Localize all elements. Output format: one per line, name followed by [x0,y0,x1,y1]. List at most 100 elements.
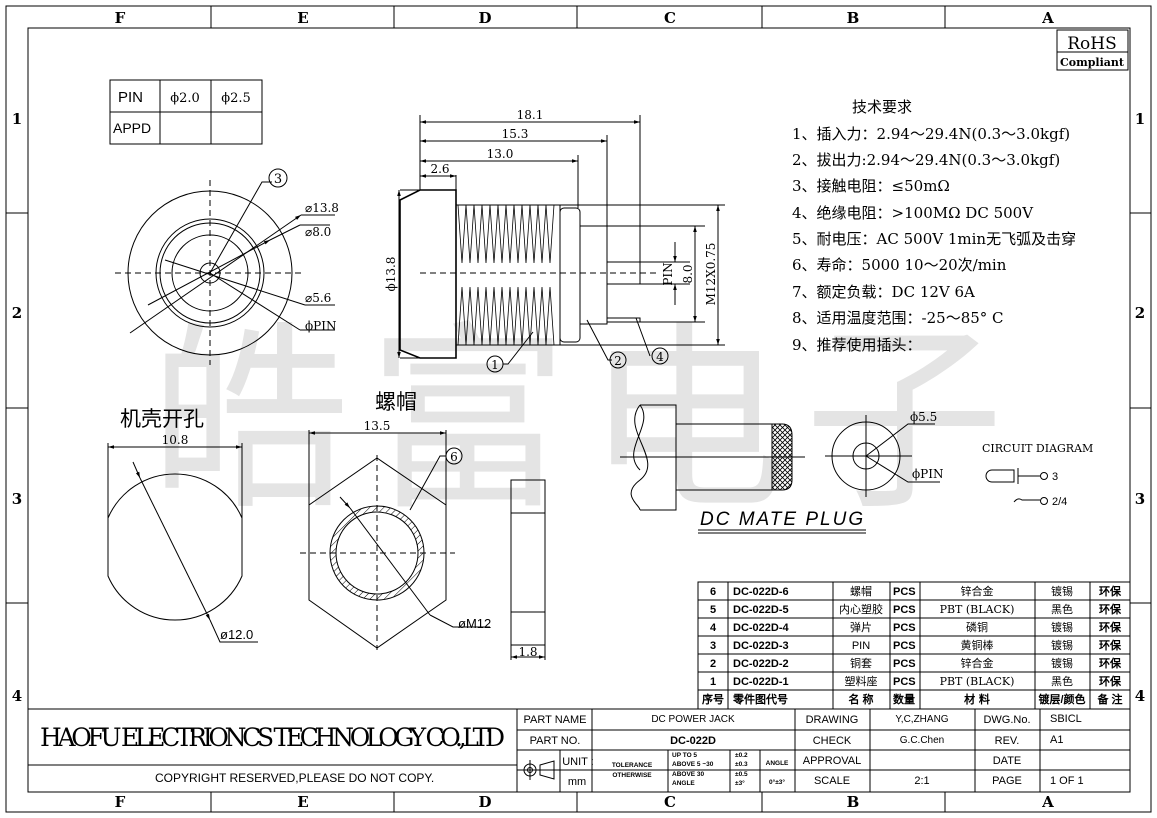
svg-text:3: 3 [1135,490,1145,508]
svg-text:7、额定负载：DC 12V 6A: 7、额定负载：DC 12V 6A [792,283,975,301]
svg-text:F: F [115,793,126,811]
svg-text:2.6: 2.6 [430,162,449,176]
parts-table-cell: 环保 [1099,602,1122,616]
svg-text:F: F [115,9,126,27]
svg-text:Compliant: Compliant [1060,56,1125,69]
parts-table-cell: 6 [710,586,716,598]
parts-table-header: 材 料 [964,692,990,706]
svg-text:A: A [1041,793,1054,811]
svg-text:UP TO 5: UP TO 5 [672,752,697,759]
svg-text:1.8: 1.8 [518,645,537,659]
svg-text:DC-022D: DC-022D [670,735,716,747]
side-view: 18.1 15.3 13.0 2.6 ϕ13.8 PIN 8.0 M12X0.7… [384,108,725,373]
parts-table-cell: 环保 [1099,656,1122,670]
svg-text:CIRCUIT DIAGRAM: CIRCUIT DIAGRAM [982,442,1093,455]
svg-text:DC MATE PLUG: DC MATE PLUG [700,509,865,530]
parts-table-cell: 镀锡 [1051,620,1073,634]
parts-table-header: 镀层/颜色 [1038,692,1085,706]
svg-text:6、寿命：5000 10～20次/min: 6、寿命：5000 10～20次/min [792,256,1007,274]
parts-table-cell: DC-022D-3 [733,640,789,652]
svg-text:10.8: 10.8 [162,433,189,447]
svg-text:APPROVAL: APPROVAL [803,755,862,767]
svg-text:G.C.Chen: G.C.Chen [900,735,944,746]
parts-table-cell: PCS [893,640,916,652]
title-block: HAOFU ELECTRIONCS TECHNOLOGY CO.,LTD COP… [28,708,1130,792]
svg-text:ANGLE: ANGLE [766,760,789,767]
parts-table-cell: 黑色 [1051,602,1073,616]
parts-table-cell: PCS [893,604,916,616]
svg-text:⌀13.8: ⌀13.8 [305,201,339,215]
svg-text:2: 2 [614,354,622,368]
svg-text:3: 3 [274,172,282,187]
svg-text:⌀5.6: ⌀5.6 [305,291,331,305]
svg-text:HAOFU ELECTRIONCS TECHNOLOGY C: HAOFU ELECTRIONCS TECHNOLOGY CO.,LTD [40,723,505,752]
svg-text:0°±3°: 0°±3° [769,778,785,786]
svg-text:APPD: APPD [113,120,151,136]
svg-text:B: B [847,9,860,27]
parts-table-cell: 弹片 [850,620,872,634]
svg-text:8、适用温度范围：-25～85° C: 8、适用温度范围：-25～85° C [792,309,1004,327]
svg-text:ABOVE 5 ~30: ABOVE 5 ~30 [672,761,714,768]
svg-text:CHECK: CHECK [813,735,852,747]
svg-text:5、耐电压：AC 500V 1min无飞弧及击穿: 5、耐电压：AC 500V 1min无飞弧及击穿 [792,230,1076,248]
parts-table-cell: PBT (BLACK) [940,675,1015,688]
parts-table-cell: 磷铜 [966,620,988,634]
parts-table-cell: PCS [893,676,916,688]
svg-text:ϕ2.5: ϕ2.5 [221,91,251,106]
svg-text:4: 4 [656,350,664,364]
panel-cutout-view: 机壳开孔 10.8 ø12.0 [107,408,258,643]
svg-text:E: E [297,9,308,27]
svg-text:ϕPIN: ϕPIN [912,467,944,481]
svg-text:2、拔出力:2.94～29.4N(0.3～3.0kgf): 2、拔出力:2.94～29.4N(0.3～3.0kgf) [792,151,1060,169]
parts-table-header: 备 注 [1096,692,1122,706]
parts-table-cell: 铜套 [850,656,872,670]
svg-text:13.5: 13.5 [364,419,391,433]
drawing-frame [5,5,1152,813]
svg-text:1、插入力：2.94～29.4N(0.3～3.0kgf): 1、插入力：2.94～29.4N(0.3～3.0kgf) [792,125,1070,143]
svg-text:M12X0.75: M12X0.75 [704,243,718,306]
parts-table-cell: 镀锡 [1051,584,1073,598]
parts-table-cell: 环保 [1099,638,1122,652]
svg-text:±3°: ±3° [735,779,745,787]
svg-text:1: 1 [491,358,499,372]
parts-table-cell: 锌合金 [961,584,994,598]
parts-table-cell: 3 [710,640,716,652]
svg-text:3、接触电阻：≤50mΩ: 3、接触电阻：≤50mΩ [792,177,950,195]
svg-text:PIN: PIN [118,89,143,106]
parts-table-cell: 黑色 [1051,674,1073,688]
svg-text:2: 2 [12,304,22,322]
svg-text:OTHERWISE: OTHERWISE [612,772,652,779]
svg-text:DRAWING: DRAWING [806,714,859,726]
svg-text:ϕ13.8: ϕ13.8 [384,257,398,292]
svg-text:ϕPIN: ϕPIN [305,319,337,333]
parts-table-cell: DC-022D-1 [733,676,789,688]
svg-text:ANGLE: ANGLE [672,780,695,787]
svg-text:4、绝缘电阻：>100MΩ DC 500V: 4、绝缘电阻：>100MΩ DC 500V [792,204,1034,222]
svg-text:1: 1 [12,110,22,128]
svg-text:PART NAME: PART NAME [524,714,587,726]
svg-text:ϕ5.5: ϕ5.5 [910,410,937,424]
parts-table-cell: 黄铜棒 [961,638,994,652]
parts-table-cell: 5 [710,604,716,616]
parts-table-cell: PCS [893,658,916,670]
svg-text:C: C [664,9,676,27]
parts-table-cell: 2 [710,658,716,670]
svg-text:9、推荐使用插头：: 9、推荐使用插头： [792,336,922,354]
parts-table-cell: 环保 [1099,584,1122,598]
parts-table-cell: 镀锡 [1051,656,1073,670]
svg-text:UNIT :: UNIT : [562,756,594,768]
svg-text:4: 4 [12,687,22,705]
svg-text:Y,C,ZHANG: Y,C,ZHANG [895,714,948,725]
svg-text:E: E [297,793,308,811]
svg-text:DWG.No.: DWG.No. [983,714,1030,726]
parts-table-cell: 环保 [1099,674,1122,688]
parts-table-cell: 锌合金 [961,656,994,670]
svg-text:COPYRIGHT RESERVED,PLEASE DO N: COPYRIGHT RESERVED,PLEASE DO NOT COPY. [155,771,434,785]
row-labels: 1 2 3 4 1 2 3 4 [12,110,1145,705]
svg-text:13.0: 13.0 [487,147,514,161]
parts-table-cell: 内心塑胶 [839,602,883,616]
parts-table-cell: PBT (BLACK) [940,603,1015,616]
svg-text:DC POWER JACK: DC POWER JACK [651,714,735,725]
parts-table-cell: 塑料座 [845,674,878,688]
